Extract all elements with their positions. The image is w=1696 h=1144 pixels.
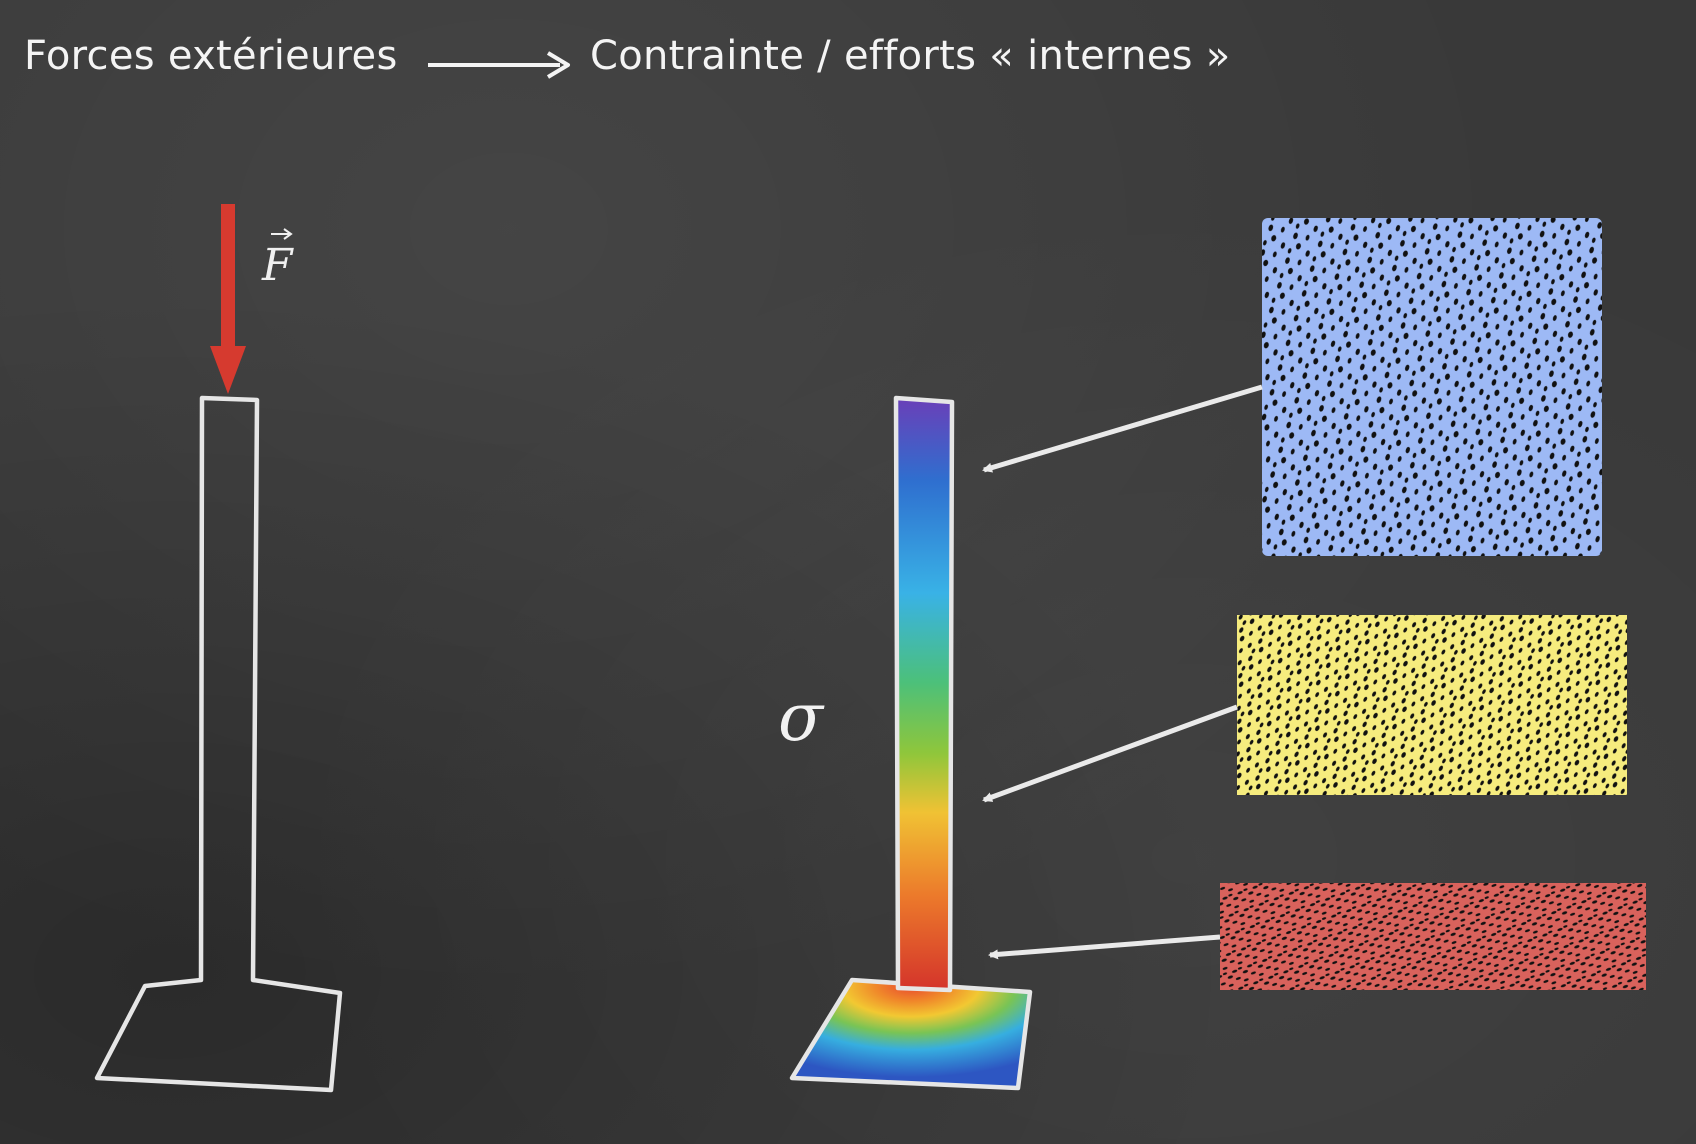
high-stress-panel	[1220, 883, 1646, 990]
mid-stress-pointer-arrow-icon	[982, 704, 1238, 803]
title-arrow-icon	[428, 51, 570, 79]
mid-stress-panel	[1237, 615, 1627, 795]
unloaded-column-outline	[94, 395, 343, 1093]
loaded-column-shaft	[893, 395, 955, 993]
external-forces-title: Forces extérieures	[24, 33, 398, 79]
low-stress-pointer-arrow-icon	[982, 384, 1263, 473]
force-symbol: F	[261, 240, 294, 291]
force-arrow-icon	[210, 204, 246, 394]
internal-stress-title: Contrainte / efforts « internes »	[590, 33, 1231, 79]
high-stress-pointer-arrow-icon	[988, 934, 1221, 960]
stress-symbol: σ	[778, 679, 825, 756]
loaded-column-base	[789, 977, 1033, 1091]
low-stress-panel	[1262, 218, 1602, 556]
force-vector-arrow-icon	[271, 228, 293, 240]
